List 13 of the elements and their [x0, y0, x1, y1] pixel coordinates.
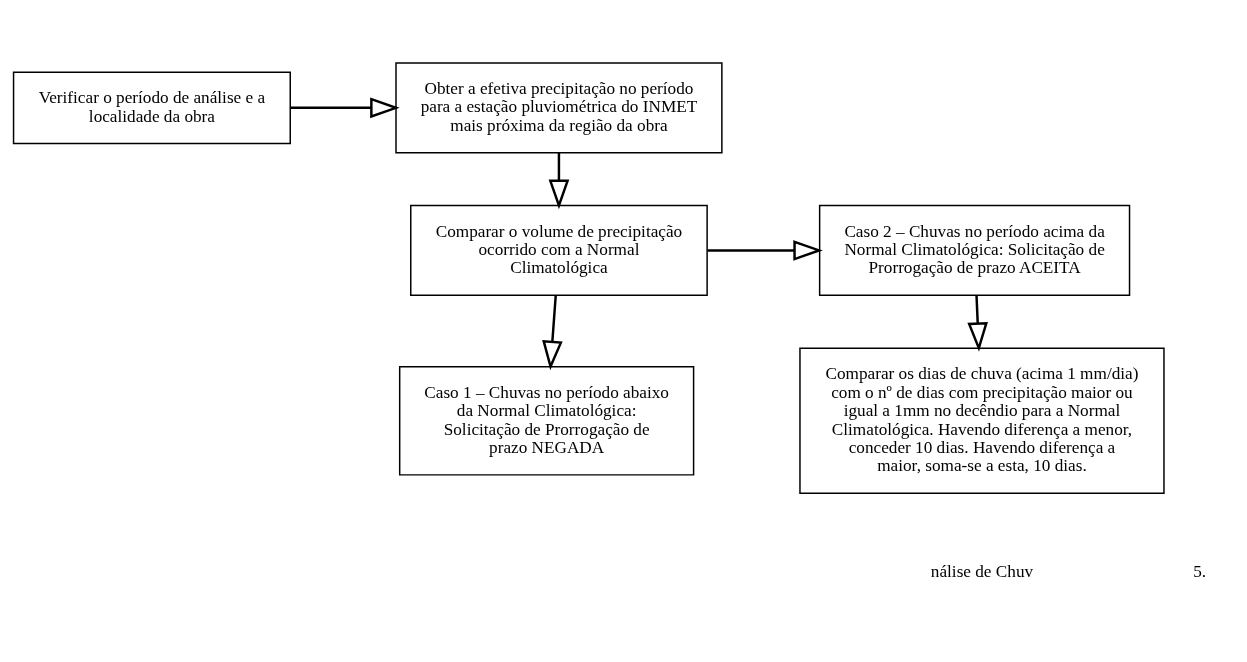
node-box: Obter a efetiva precipitação no período para a estação pluviométrica do INMET mais próxima da região da obra: [395, 62, 723, 154]
node-box: Caso 2 – Chuvas no período acima da Normal Climatológica: Solicitação de Prorrogação de prazo ACEITA: [818, 204, 1131, 297]
node-box: Comparar o volume de precipitação ocorrido com a Normal Climatológica: [410, 204, 708, 297]
arrow: [707, 240, 823, 261]
node-box: Caso 1 – Chuvas no período abaixo da Normal Climatológica: Solicitação de Prorrogação de prazo NEGADA: [398, 365, 695, 476]
arrow: [290, 97, 400, 119]
label: nálise de Chuv: [930, 562, 1034, 582]
arrow: [542, 295, 563, 371]
node-box: Comparar os dias de chuva (acima 1 mm/dia) com o nº de dias com precipitação maior ou igual a 1mm no decêndio para a Normal Climatológica. Havendo diferença a menor, conceder 10 dias. Havendo diferença a maior, soma-se a esta, 10 dias.: [799, 347, 1165, 495]
arrow: [967, 295, 988, 352]
node-box: Verificar o período de análise e a localidade da obra: [12, 71, 291, 145]
label: 5.: [1193, 562, 1207, 582]
arrow: [548, 153, 570, 210]
